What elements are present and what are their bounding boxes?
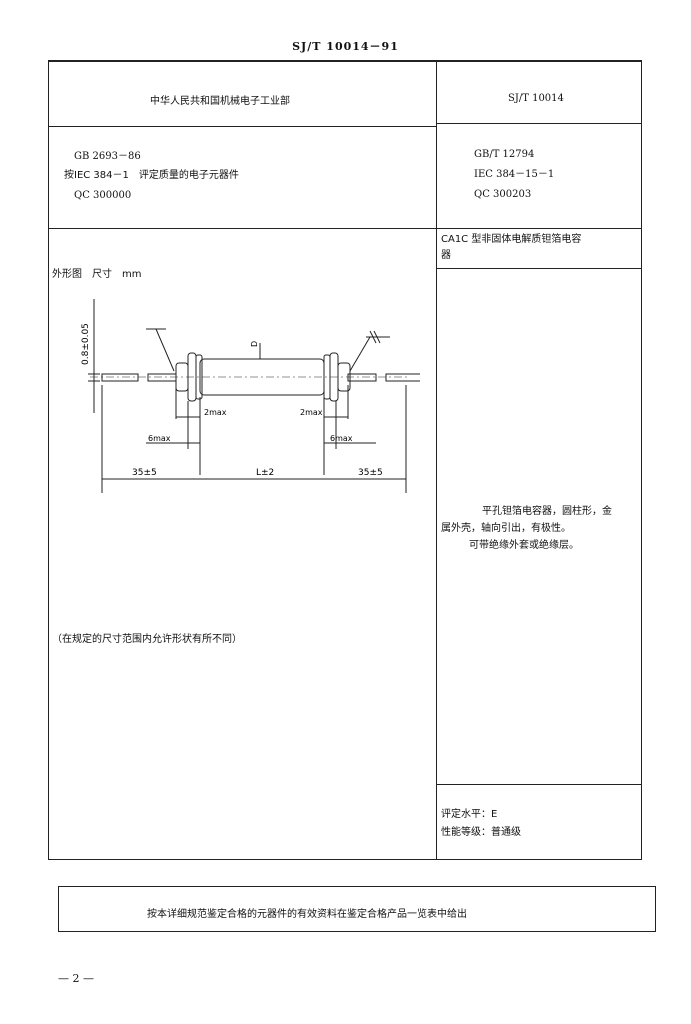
column-divider (436, 60, 437, 860)
dim-2max-left: 2max (204, 408, 227, 417)
footer-note-box: 按本详细规范鉴定合格的元器件的有效资料在鉴定合格产品一览表中给出 (58, 886, 656, 932)
capacitor-title-line1: CA1C 型非固体电解质钽箔电容 (441, 234, 582, 245)
left-rule-2 (48, 228, 437, 229)
capacitor-title-line2: 器 (441, 250, 451, 261)
drawing-label: 外形图 尺寸 mm (52, 269, 142, 280)
assessment-level: 评定水平：E (441, 809, 498, 820)
right-ref-iec: IEC 384－15－1 (474, 169, 555, 180)
performance-grade: 性能等级：普通级 (441, 827, 521, 838)
dim-lead-right: 35±5 (358, 468, 383, 478)
footer-note-text: 按本详细规范鉴定合格的元器件的有效资料在鉴定合格产品一览表中给出 (147, 909, 467, 920)
ref-gb: GB 2693－86 (74, 151, 141, 162)
frame-right-rule (641, 60, 642, 860)
ref-qc: QC 300000 (74, 190, 132, 201)
description-line3: 可带绝缘外套或绝缘层。 (469, 540, 579, 551)
standard-number-header: SJ/T 10014－91 (292, 40, 399, 53)
ref-iec: 按IEC 384－1 评定质量的电子元器件 (64, 170, 239, 181)
shape-note: （在规定的尺寸范围内允许形状有所不同） (52, 634, 242, 645)
right-lead-inner (347, 373, 377, 382)
description-line2: 属外壳，轴向引出，有极性。 (441, 523, 571, 534)
right-rule-2 (436, 228, 642, 229)
description-line1: 平孔钽箔电容器，圆柱形，金 (482, 506, 612, 517)
dim-2max-right: 2max (300, 408, 323, 417)
lead-diameter-label: 0.8±0.05 (81, 323, 91, 365)
spec-number: SJ/T 10014 (508, 93, 564, 104)
dim-lead-left: 35±5 (132, 468, 157, 478)
right-rule-4 (436, 784, 642, 785)
right-ref-gbt: GB/T 12794 (474, 149, 535, 160)
right-ref-qc: QC 300203 (474, 189, 532, 200)
right-rule-1 (436, 123, 642, 124)
frame-top-rule (48, 60, 642, 62)
dim-body-length: L±2 (256, 468, 274, 478)
dim-6max-right: 6max (330, 434, 353, 443)
frame-bottom-rule (48, 859, 642, 860)
right-rule-3 (436, 268, 642, 269)
issuer-name: 中华人民共和国机械电子工业部 (150, 96, 290, 107)
frame-left-rule (48, 60, 49, 860)
left-lead-outer (101, 373, 139, 382)
diameter-label: D (250, 341, 259, 347)
right-lead-outer (385, 373, 420, 382)
left-lead-inner (147, 373, 177, 382)
dim-6max-left: 6max (148, 434, 171, 443)
left-rule-1 (48, 126, 437, 127)
outline-drawing: 0.8±0.05 D 2max 2max 6max 6max 35±5 L±2 … (81, 299, 420, 493)
page-number: — 2 — (58, 972, 94, 985)
